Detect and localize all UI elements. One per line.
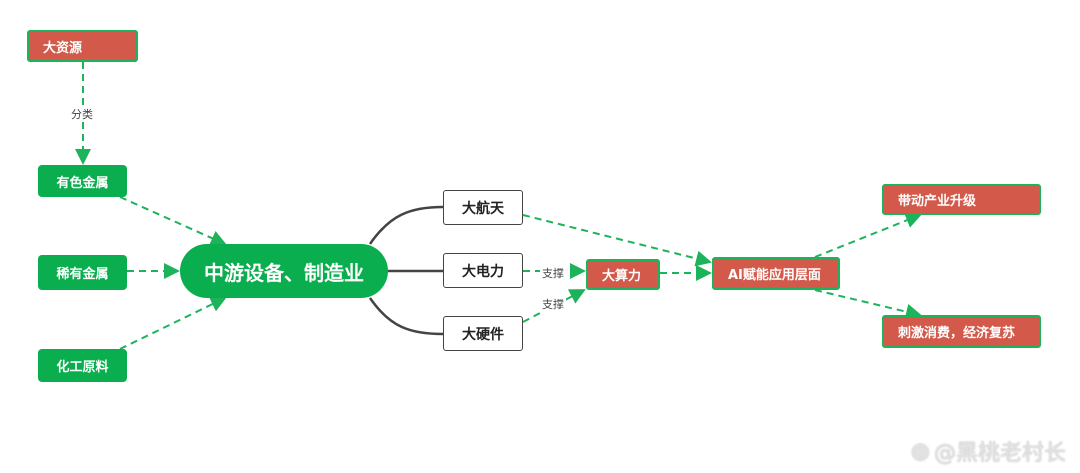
node-power: 大电力 (443, 253, 523, 288)
node-consumption-recovery: 刺激消费，经济复苏 (882, 315, 1041, 348)
weibo-logo-icon: ◉ (910, 438, 930, 464)
edge-ai-consumption (814, 289, 922, 320)
edge-aerospace-ai (522, 214, 712, 267)
node-ai-application: AI赋能应用层面 (712, 257, 840, 290)
node-compute: 大算力 (586, 259, 660, 290)
edge-label-support-hardware: 支撑 (540, 296, 566, 312)
node-aerospace: 大航天 (443, 190, 523, 225)
edge-label-support-power: 支撑 (540, 265, 566, 281)
node-rare-metals: 稀有金属 (38, 255, 127, 290)
edge-chemicals-midstream (119, 296, 227, 350)
edge-nonferrous-midstream (119, 196, 227, 246)
node-nonferrous: 有色金属 (38, 165, 127, 197)
node-hardware: 大硬件 (443, 316, 523, 351)
node-midstream: 中游设备、制造业 (180, 244, 388, 298)
node-industry-upgrade: 带动产业升级 (882, 184, 1041, 215)
node-chemicals: 化工原料 (38, 349, 127, 382)
watermark-text: @黑桃老村长 (933, 441, 1066, 466)
branch-aerospace (368, 205, 444, 245)
node-big-resources: 大资源 (27, 30, 138, 62)
branch-hardware (368, 297, 444, 336)
edge-label-classify: 分类 (69, 106, 95, 122)
edge-ai-upgrade (814, 212, 922, 258)
watermark: ◉ @黑桃老村长 (911, 435, 1066, 467)
